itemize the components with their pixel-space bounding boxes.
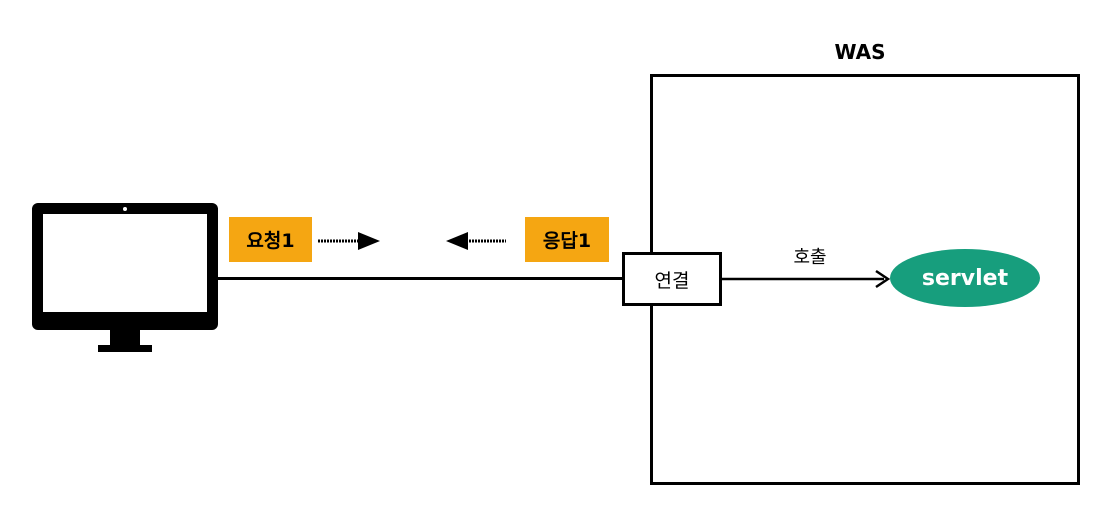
was-title: WAS bbox=[834, 40, 886, 64]
monitor-icon bbox=[32, 203, 218, 352]
response-arrow-icon bbox=[446, 232, 506, 250]
request-arrow-icon bbox=[318, 232, 380, 250]
response-label: 응답1 bbox=[525, 217, 609, 262]
connection-box: 연결 bbox=[622, 252, 722, 306]
call-arrow-icon bbox=[722, 269, 891, 289]
request-label: 요청1 bbox=[229, 217, 312, 262]
servlet-node: servlet bbox=[890, 249, 1040, 307]
connection-line bbox=[214, 277, 624, 280]
call-label: 호출 bbox=[793, 247, 827, 268]
